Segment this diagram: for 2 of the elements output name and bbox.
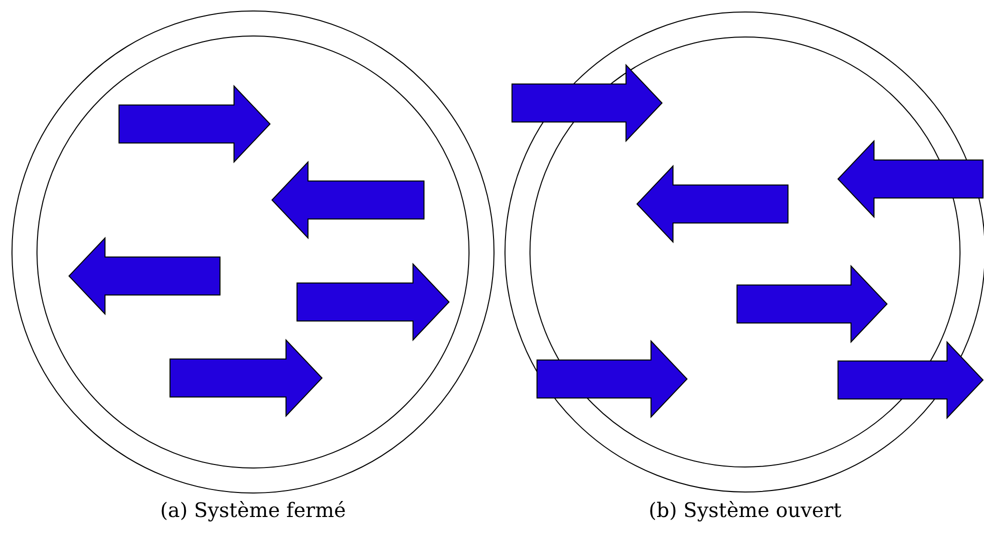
figure-caption: (b) Système ouvert bbox=[648, 498, 842, 522]
figure-caption: (a) Système fermé bbox=[160, 498, 346, 522]
